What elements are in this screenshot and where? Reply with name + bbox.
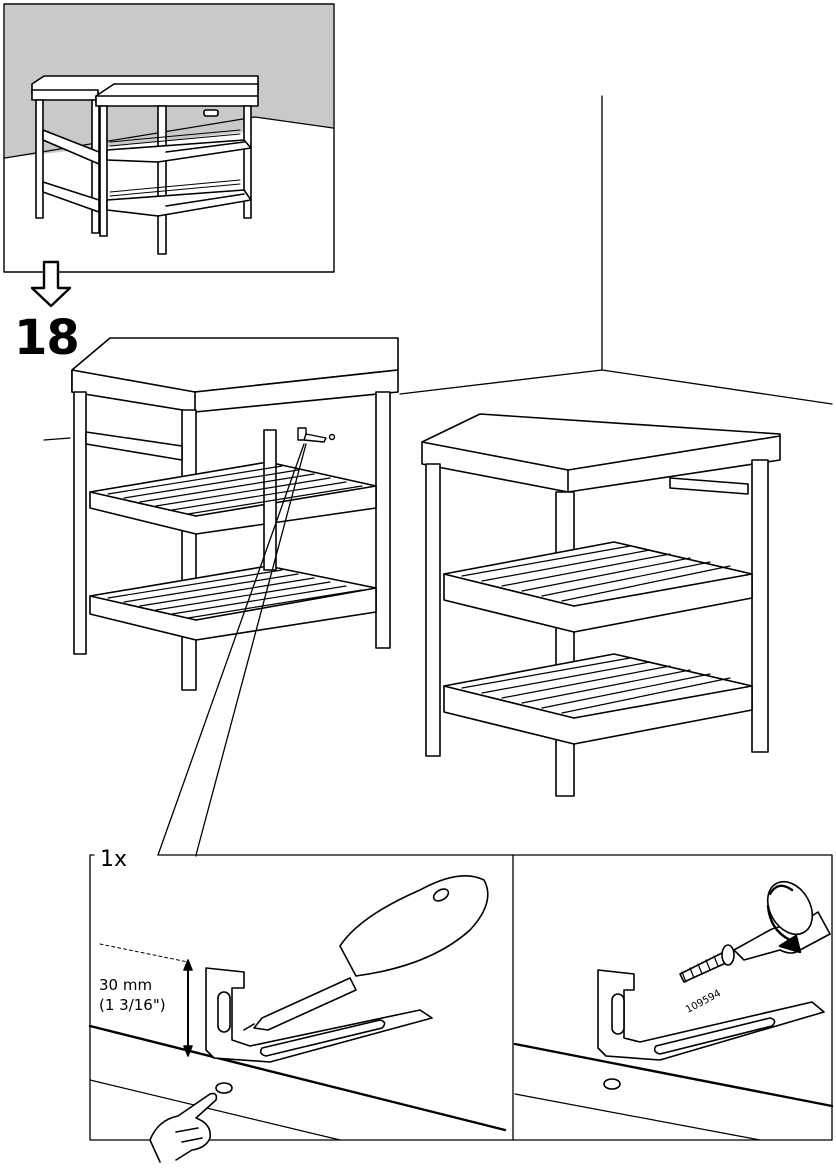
step-number: 18 xyxy=(14,314,79,362)
dimension-imperial: (1 3/16") xyxy=(99,995,166,1015)
right-kitchen-cart xyxy=(422,414,780,796)
screwdriver-icon xyxy=(244,876,488,1030)
detail-left xyxy=(90,876,505,1162)
dimension-label: 30 mm (1 3/16") xyxy=(99,975,166,1015)
overview-panel xyxy=(4,4,334,272)
dimension-metric: 30 mm xyxy=(99,975,166,995)
detail-right xyxy=(515,874,832,1140)
bracket-icon xyxy=(206,968,432,1062)
pointing-hand-icon xyxy=(150,1094,216,1162)
bracket-on-cart xyxy=(298,428,335,442)
bracket-icon-right xyxy=(598,970,824,1060)
quantity-label: 1x xyxy=(96,847,131,872)
screw-icon xyxy=(680,945,734,982)
